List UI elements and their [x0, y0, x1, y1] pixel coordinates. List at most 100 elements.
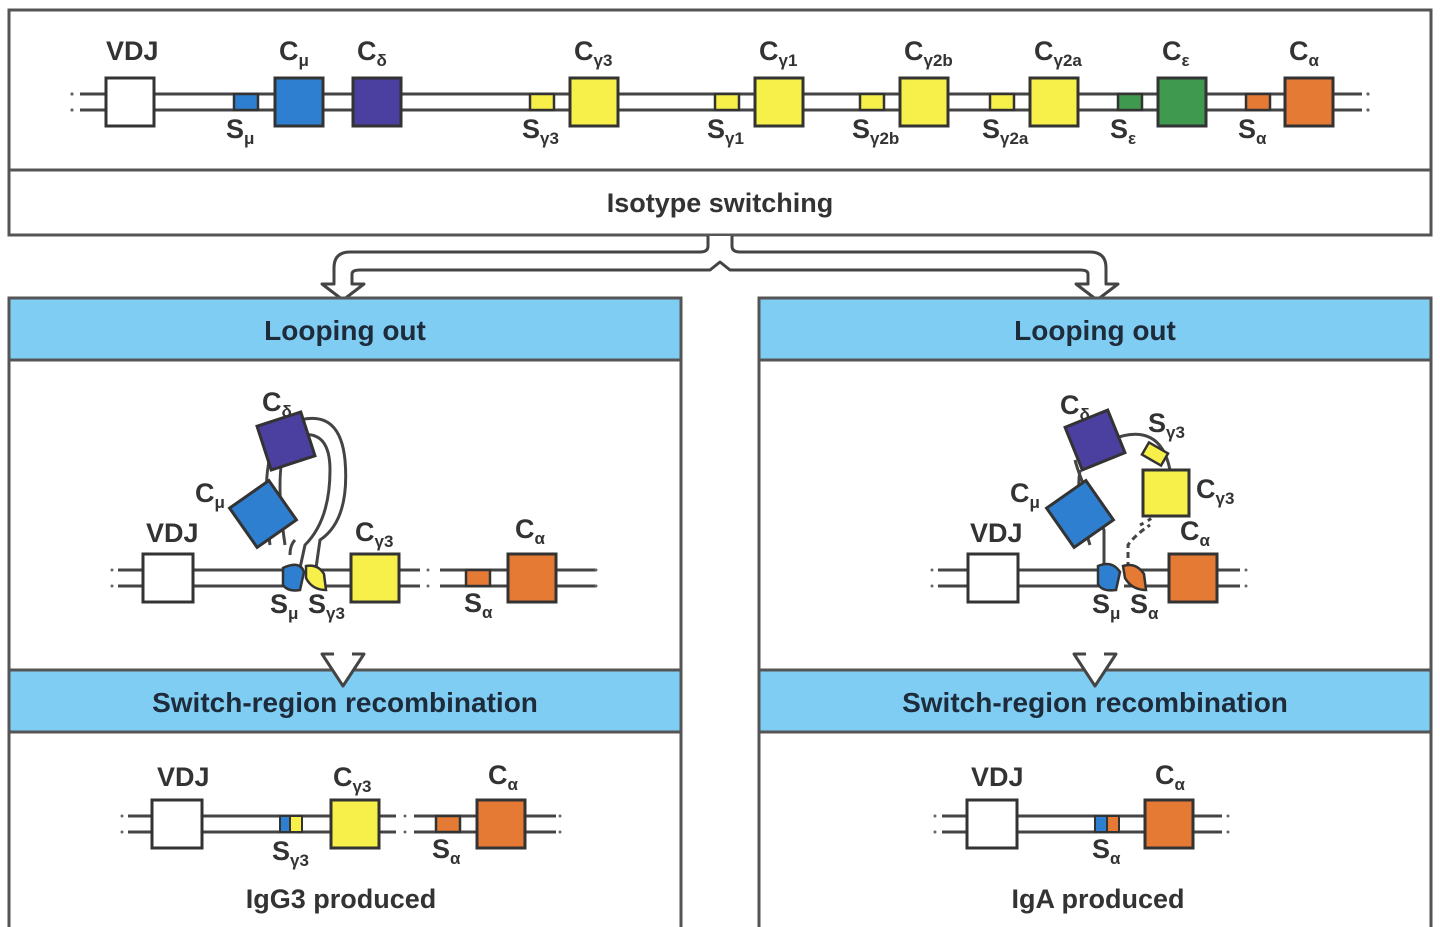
switch-region-box [1116, 92, 1144, 112]
germline-segment-c-epsilon: Sε Cε [1110, 36, 1208, 148]
germline-segment-c-gamma2a: Sγ2a Cγ2a [982, 36, 1082, 148]
right-recomb-header-text: Switch-region recombination [902, 687, 1288, 718]
s-g3-loop [304, 564, 328, 592]
switch-region-box [858, 92, 886, 112]
c-alpha-box [475, 798, 527, 850]
constant-region-box [1028, 76, 1080, 128]
label-s-g3: Sγ3 [1148, 408, 1185, 442]
s-alpha-fragment [1106, 815, 1120, 833]
label-c-alpha: Cα [488, 760, 519, 794]
constant-region-box [1156, 76, 1208, 128]
label-c-alpha: Cα [515, 514, 546, 548]
s-mu-fragment [279, 815, 291, 833]
label-c-g3: Cγ3 [1196, 474, 1234, 508]
left-result-diagram: VDJ Cγ3 Cα Sγ3 Sα IgG3 produced [120, 760, 562, 914]
vdj-box [966, 552, 1020, 604]
label-vdj: VDJ [157, 762, 210, 792]
constant-region-box [351, 76, 403, 128]
switch-region-label: Sμ [226, 114, 254, 148]
switch-region-label: Sα [1238, 114, 1267, 148]
germline-segment-c-gamma1: Sγ1 Cγ1 [707, 36, 805, 148]
s-alpha-box [464, 568, 492, 588]
label-c-alpha: Cα [1180, 516, 1211, 550]
s-g3-fragment [289, 815, 303, 833]
label-s-g3: Sγ3 [308, 589, 345, 623]
label-vdj: VDJ [146, 518, 199, 548]
germline-segment-c-gamma2b: Sγ2b Cγ2b [852, 36, 953, 148]
right-down-arrow [1072, 652, 1118, 688]
constant-region-box [273, 76, 325, 128]
s-alpha-loop [1121, 563, 1148, 592]
c-alpha-box [1143, 798, 1195, 850]
germline-segment-c-gamma3: Sγ3 Cγ3 [522, 36, 620, 148]
left-loop-header [7, 296, 683, 362]
c-g3-box [1141, 468, 1191, 518]
segment-label: VDJ [106, 36, 159, 66]
segment-label: Cε [1162, 36, 1190, 70]
label-c-g3: Cγ3 [333, 762, 371, 796]
label-c-delta: Cδ [1060, 390, 1090, 424]
c-delta-box [1063, 408, 1127, 472]
segment-label: Cδ [357, 36, 387, 70]
label-c-mu: Cμ [1010, 478, 1040, 512]
label-s-alpha: Sα [1092, 834, 1121, 868]
s-mu-fragment [1094, 815, 1108, 833]
c-g3-box [349, 552, 401, 604]
right-loop-diagram: Cδ Sγ3 Cγ3 Cμ Cα VDJ Sμ Sα [930, 390, 1248, 623]
label-c-g3: Cγ3 [355, 517, 393, 551]
c-g3-box [329, 798, 381, 850]
right-loop-header-text: Looping out [1014, 315, 1176, 346]
label-s-mu: Sμ [1092, 589, 1120, 623]
label-s-alpha: Sα [464, 588, 493, 622]
label-c-mu: Cμ [195, 478, 225, 512]
constant-region-box [898, 76, 950, 128]
right-pathway-panel: Looping out Switch-region recombination [757, 296, 1433, 927]
switch-region-box [713, 92, 741, 112]
label-c-alpha: Cα [1155, 760, 1186, 794]
label-s-alpha: Sα [1130, 589, 1159, 623]
constant-region-box [568, 76, 620, 128]
switch-region-box [528, 92, 556, 112]
s-mu-loop [281, 563, 306, 592]
switch-region-label: Sγ2a [982, 114, 1029, 148]
switch-region-box [988, 92, 1016, 112]
product-label: IgG3 produced [246, 884, 437, 914]
c-mu-box [1044, 478, 1116, 550]
switch-region-label: Sγ2b [852, 114, 899, 148]
left-loop-diagram: Cδ Cμ VDJ Cγ3 Cα Sμ Sγ3 Sα [110, 387, 598, 623]
label-vdj: VDJ [970, 518, 1023, 548]
germline-segment-c-delta: Cδ [351, 36, 403, 128]
vdj-box [150, 798, 204, 850]
germline-segment-vdj: VDJ [104, 36, 159, 128]
left-loop-header-text: Looping out [264, 315, 426, 346]
s-g3-loop [1140, 440, 1170, 468]
right-loop-header [757, 296, 1433, 362]
c-delta-box [255, 410, 317, 472]
label-vdj: VDJ [971, 762, 1024, 792]
right-result-diagram: VDJ Cα Sα IgA produced [933, 760, 1230, 914]
segment-label: Cγ2b [904, 36, 953, 70]
segment-label: Cγ2a [1034, 36, 1082, 70]
c-mu-box [227, 478, 299, 550]
segment-label: Cγ3 [574, 36, 612, 70]
segment-label: Cγ1 [759, 36, 797, 70]
label-c-delta: Cδ [262, 387, 292, 421]
label-s-mu: Sμ [270, 589, 298, 623]
germline-dna-ends [70, 92, 1370, 112]
left-pathway-panel: Looping out Switch-region recombination [7, 296, 683, 927]
switch-region-label: Sε [1110, 114, 1136, 148]
product-label: IgA produced [1012, 884, 1185, 914]
s-mu-loop [1096, 562, 1122, 592]
constant-region-box [1283, 76, 1335, 128]
label-s-g3: Sγ3 [272, 836, 309, 870]
switch-region-label: Sγ1 [707, 114, 744, 148]
vdj-box [141, 552, 195, 604]
c-alpha-box [1167, 552, 1219, 604]
c-alpha-box [506, 552, 558, 604]
vdj-box [965, 798, 1019, 850]
switch-region-label: Sγ3 [522, 114, 559, 148]
